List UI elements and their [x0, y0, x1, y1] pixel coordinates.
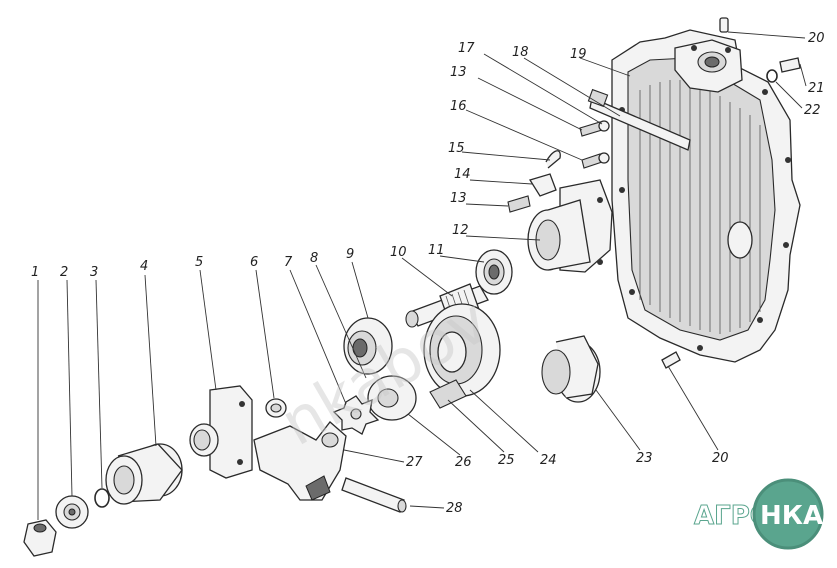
threaded-washer: [55, 495, 89, 529]
plug-bolt: [23, 519, 57, 557]
callout-13b: 13: [450, 65, 467, 80]
callout-10: 10: [390, 245, 407, 260]
callout-17: 17: [458, 41, 475, 56]
agronka-logo: АГРО НКА: [694, 478, 824, 550]
callout-labels: 1 2 3 4 5 6 7 8 9 10 11 12 13 13 14 15 1…: [31, 31, 825, 516]
small-fasteners: [507, 120, 610, 213]
dowel-pin-bottom: [661, 351, 681, 369]
callout-6: 6: [250, 255, 258, 270]
ratchet-segment: [429, 379, 467, 409]
bearing-housing: [527, 179, 613, 273]
support-bracket: [189, 385, 253, 479]
callout-21: 21: [808, 81, 825, 96]
callout-20a: 20: [808, 31, 825, 46]
callout-24: 24: [540, 453, 557, 468]
callout-2: 2: [60, 265, 68, 280]
ball-bearing-large: [343, 317, 393, 375]
callout-26: 26: [455, 455, 472, 470]
leader-lines: [37, 31, 807, 520]
callout-7: 7: [284, 255, 293, 270]
callout-28: 28: [446, 501, 463, 516]
cam-disc: [367, 375, 417, 421]
lever-arm: [253, 421, 347, 501]
callout-23: 23: [636, 451, 653, 466]
callout-22: 22: [804, 103, 821, 118]
callout-1: 1: [31, 265, 39, 280]
callout-9: 9: [346, 247, 354, 262]
spring-washer: [766, 69, 778, 83]
large-gear: [423, 303, 501, 397]
callout-3: 3: [90, 265, 98, 280]
bushing: [541, 335, 601, 403]
callout-5: 5: [195, 255, 203, 270]
callout-14: 14: [454, 167, 471, 182]
callout-13a: 13: [450, 191, 467, 206]
gearbox-housing: [611, 29, 801, 363]
callout-8: 8: [310, 251, 318, 266]
logo-circle: [752, 478, 824, 550]
hex-bolt: [779, 57, 801, 73]
dowel-pin-top: [719, 17, 729, 33]
star-washer: [332, 395, 380, 435]
callout-11: 11: [428, 243, 445, 258]
spacer-ring: [265, 398, 287, 418]
callout-25: 25: [498, 453, 515, 468]
ball-bearing-small: [475, 249, 513, 295]
pin-rod: [341, 477, 407, 513]
threaded-sleeve: [105, 443, 183, 505]
o-ring: [94, 488, 110, 508]
callout-18: 18: [512, 45, 529, 60]
bracket-plate: [587, 88, 691, 151]
callout-27: 27: [406, 455, 423, 470]
callout-15: 15: [448, 141, 465, 156]
callout-12: 12: [452, 223, 469, 238]
callout-4: 4: [140, 259, 148, 274]
callout-16: 16: [450, 99, 467, 114]
callout-19: 19: [570, 47, 587, 62]
callout-20b: 20: [712, 451, 729, 466]
logo-right-text: НКА: [760, 501, 823, 531]
